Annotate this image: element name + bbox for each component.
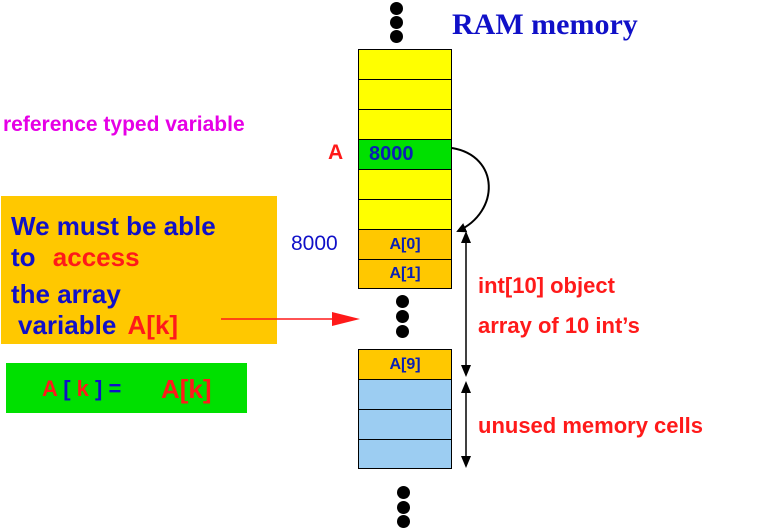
array-cell-a9: A[9] xyxy=(358,349,452,380)
object-span-bracket xyxy=(461,231,471,377)
diagram-title: RAM memory xyxy=(452,8,638,41)
note-line-3: the array xyxy=(11,279,121,309)
formula-bracket-close: ] xyxy=(95,376,103,401)
note-line-2-highlight: access xyxy=(52,242,140,272)
reference-variable-cell: 8000 xyxy=(358,139,452,170)
object-description-label: array of 10 int’s xyxy=(478,313,640,338)
access-arrow-head xyxy=(332,312,360,326)
note-line-2-prefix: to xyxy=(11,242,36,272)
formula-bracket-open: [ xyxy=(63,376,71,401)
unused-span-bracket xyxy=(461,381,471,468)
formula-equals: = xyxy=(108,376,122,401)
reference-value: 8000 xyxy=(369,143,414,165)
formula-lhs: A [ k ] = xyxy=(42,376,121,402)
array-address-label: 8000 xyxy=(291,232,338,255)
array-cell-a0-label: A[0] xyxy=(389,235,421,253)
unused-memory-cell xyxy=(358,379,452,410)
note-line-4-highlight: A[k] xyxy=(127,310,179,340)
note-line-2: to access xyxy=(11,242,140,273)
note-line-4: variable A[k] xyxy=(18,310,178,341)
array-cell-a1: A[1] xyxy=(358,259,452,289)
reference-pointer-arrow xyxy=(451,147,490,233)
unused-memory-cell xyxy=(358,439,452,469)
note-line-1: We must be able xyxy=(11,211,216,241)
formula-rhs: A[k] xyxy=(161,374,212,404)
array-cell-a1-label: A[1] xyxy=(389,265,421,282)
note-line-4-prefix: variable xyxy=(18,310,117,340)
formula-box: A [ k ] = A[k] xyxy=(6,363,247,413)
unused-cells-label: unused memory cells xyxy=(478,413,703,438)
reference-typed-variable-label: reference typed variable xyxy=(3,113,245,136)
formula-a: A xyxy=(42,376,58,401)
array-cell-a9-label: A[9] xyxy=(389,355,421,373)
unused-memory-cell xyxy=(358,409,452,440)
variable-name-label: A xyxy=(328,141,344,164)
object-type-label: int[10] object xyxy=(478,273,615,298)
formula-k: k xyxy=(76,376,89,401)
